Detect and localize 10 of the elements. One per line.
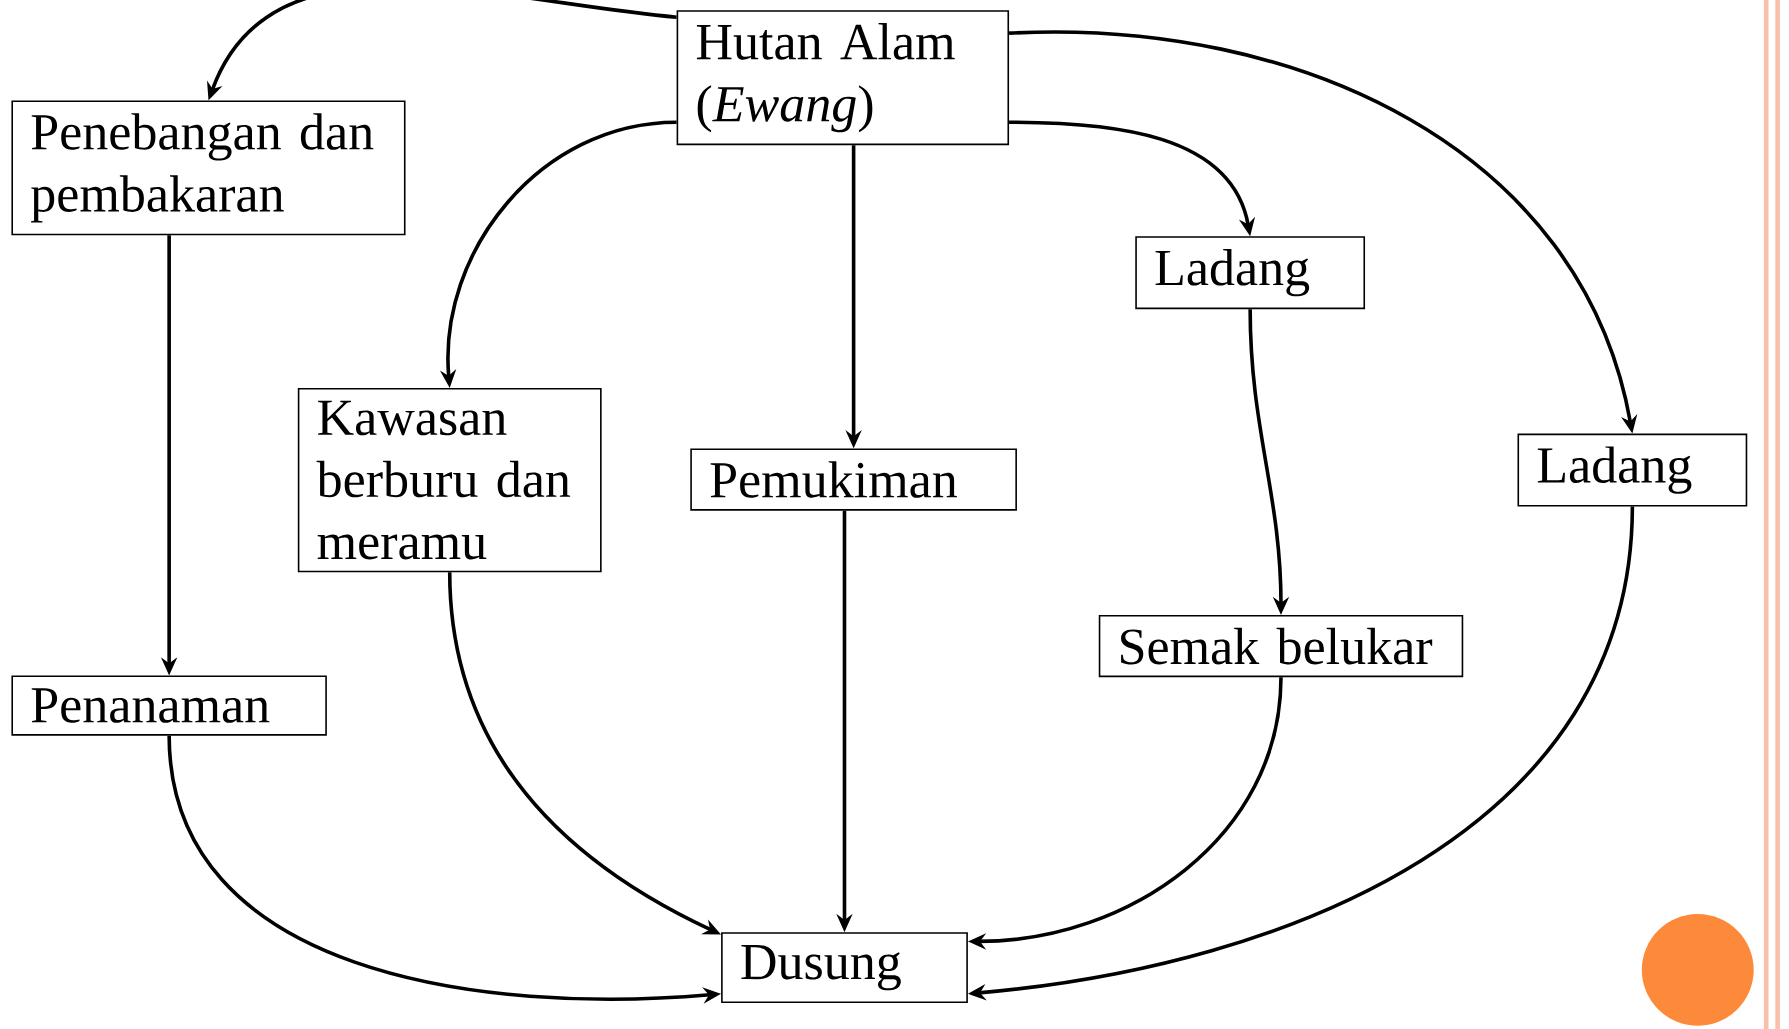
process-box: Dusung bbox=[721, 932, 968, 1004]
process-box: Hutan Alam (Ewang) bbox=[676, 10, 1010, 146]
process-box: Ladang bbox=[1135, 236, 1366, 310]
process-box: Penanaman bbox=[11, 675, 327, 736]
process-box: Penebangan dan pembakaran bbox=[11, 100, 406, 236]
process-box: Pemukiman bbox=[690, 448, 1017, 511]
process-box: Semak belukar bbox=[1098, 614, 1464, 678]
circle-ornament bbox=[1641, 913, 1754, 1026]
process-box: Ladang bbox=[1517, 433, 1748, 507]
process-box: Kawasan berburu dan meramu bbox=[297, 387, 602, 573]
